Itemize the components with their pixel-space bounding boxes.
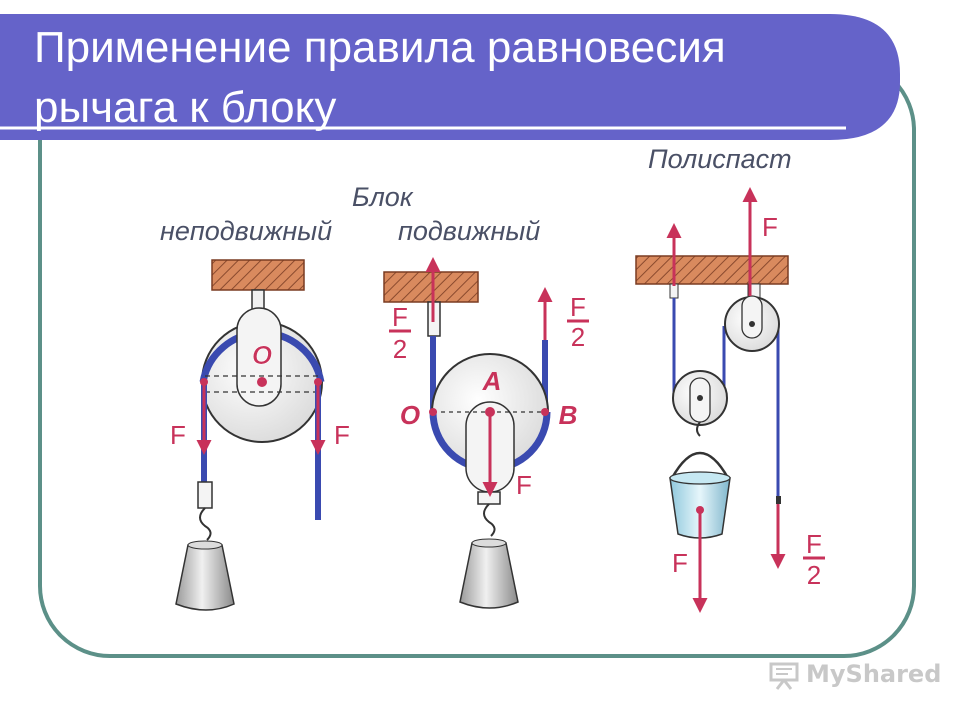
slide-title-line-2: рычага к блоку [34, 83, 337, 132]
fixed-pulley [175, 259, 326, 611]
point-o-movable [429, 408, 437, 416]
pulley-system-ceiling [635, 255, 789, 285]
movable-pulley-weight [459, 542, 519, 609]
fixed-pulley-bracket [236, 307, 282, 407]
label-pulley-system: Полиспаст [648, 144, 792, 174]
label-point-o-fixed: O [252, 340, 272, 370]
presentation-board-icon [769, 662, 799, 690]
half-force-left-den: 2 [393, 334, 407, 364]
label-block: Блок [352, 182, 413, 212]
pulley-system [635, 187, 789, 613]
label-force-fixed-left: F [170, 420, 186, 450]
movable-pulley-ceiling [383, 271, 479, 303]
label-force-fixed-right: F [334, 420, 350, 450]
label-point-b: B [559, 400, 578, 430]
label-fixed-pulley: неподвижный [160, 216, 333, 246]
half-force-right-num: F [570, 292, 586, 322]
point-o-fixed [257, 377, 267, 387]
point-b [541, 408, 549, 416]
fixed-pulley-ceiling [211, 259, 305, 291]
label-point-a: A [482, 366, 502, 396]
label-point-o-movable: O [400, 400, 420, 430]
half-force-left-num: F [392, 302, 408, 332]
label-movable-pulley: подвижный [398, 216, 541, 246]
fixed-pulley-weight [175, 544, 235, 611]
movable-pulley [383, 257, 553, 609]
watermark: MyShared [806, 660, 942, 688]
label-force-system-top: F [762, 212, 778, 242]
half-force-system-num: F [806, 529, 822, 559]
half-force-right-den: 2 [571, 322, 585, 352]
slide-title-line-1: Применение правила равновесия [34, 23, 726, 72]
half-force-system-den: 2 [807, 560, 821, 590]
title-banner [0, 14, 900, 140]
label-force-system-load: F [672, 548, 688, 578]
label-force-movable: F [516, 470, 532, 500]
